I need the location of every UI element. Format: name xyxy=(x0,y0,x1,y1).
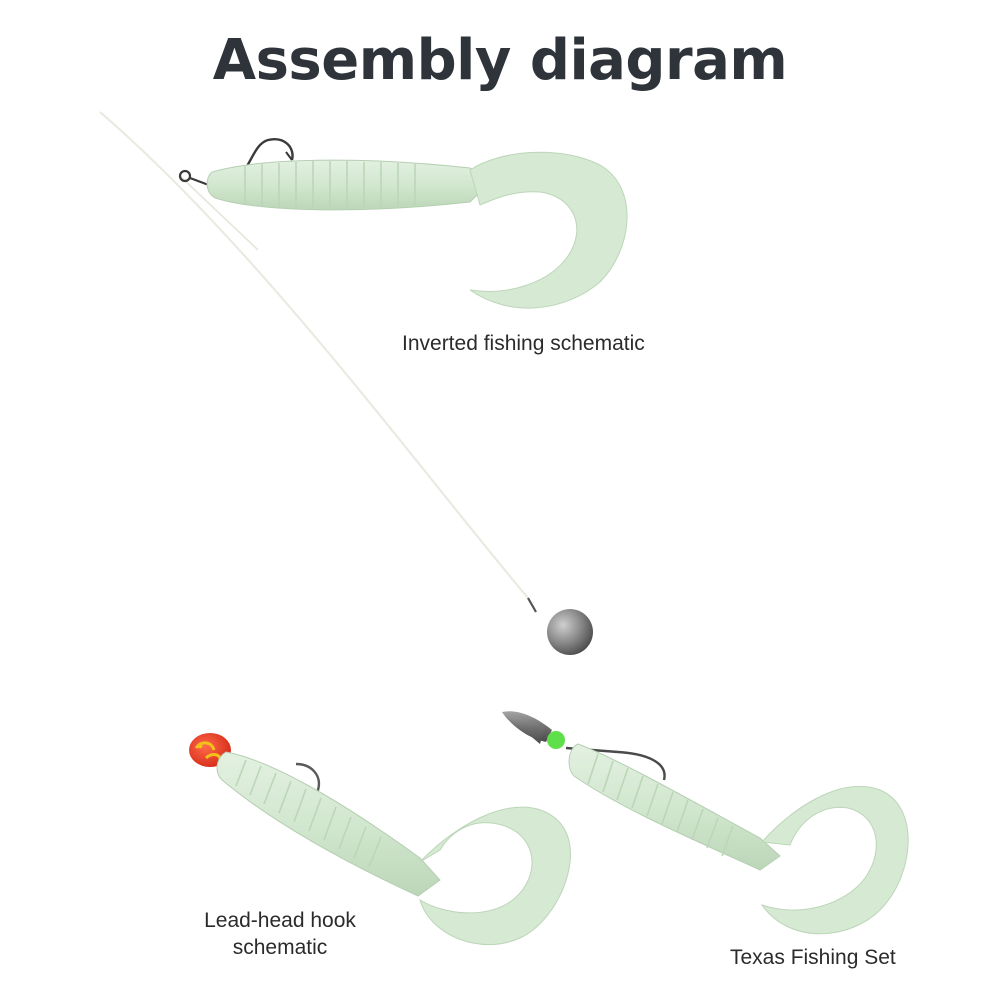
inverted-rig-label: Inverted fishing schematic xyxy=(402,330,645,357)
soft-worm-body xyxy=(217,752,440,896)
ball-sinker-icon xyxy=(547,609,593,655)
curly-tail xyxy=(470,152,627,308)
soft-worm-body xyxy=(207,160,492,210)
texas-rig-label: Texas Fishing Set xyxy=(730,944,896,971)
curly-tail xyxy=(420,807,570,944)
texas-rig xyxy=(502,711,908,934)
bead-icon xyxy=(547,731,565,749)
lead-head-rig-label: Lead-head hook schematic xyxy=(180,907,380,962)
inverted-rig xyxy=(100,112,627,655)
soft-worm-body xyxy=(569,744,780,870)
sinker-wire xyxy=(528,598,536,612)
curly-tail xyxy=(762,786,908,933)
